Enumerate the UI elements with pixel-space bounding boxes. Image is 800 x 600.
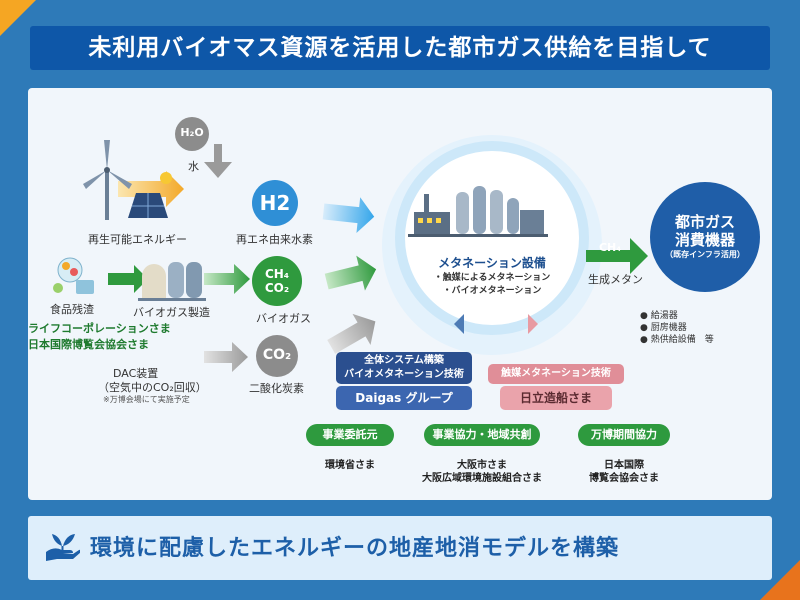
food-waste-icon	[53, 257, 94, 294]
methanation-plant-icon	[408, 186, 548, 237]
co2-circle	[256, 335, 298, 377]
food-waste-label: 食品残渣	[50, 303, 94, 316]
h2-label: 再エネ由来水素	[236, 233, 313, 246]
hitachi-role-box: 触媒メタネーション技術	[488, 364, 624, 384]
output-formula: CH₄	[598, 241, 622, 254]
biogas-ch4: CH₄	[264, 267, 290, 281]
gas-device-item: ● 厨房機器	[640, 323, 687, 333]
arrow-food-to-biogas	[108, 265, 148, 293]
daigas-role-1: 全体システム構築	[364, 355, 444, 366]
h2-circle: H2	[252, 180, 298, 226]
gas-device-item: ● 給湯器	[640, 311, 678, 321]
hitachi-box: 日立造船さま	[500, 386, 612, 410]
solar-panel-icon	[128, 172, 172, 218]
dac-note: ※万博会場にて実施予定	[103, 395, 190, 404]
gas-device-sub: （既存インフラ活用）	[665, 250, 745, 259]
partner-life: ライフコーポレーションさま	[28, 322, 171, 335]
daigas-role-box: 全体システム構築 バイオメタネーション技術	[336, 352, 472, 384]
arrow-methane-output	[586, 238, 648, 274]
gas-device-list: ● 給湯器 ● 厨房機器 ● 熱供給設備 等	[640, 310, 714, 346]
footer-banner	[28, 516, 772, 580]
footer-text: 環境に配慮したエネルギーの地産地消モデルを構築	[90, 536, 620, 561]
wind-turbine-icon	[83, 140, 132, 220]
diagram-graphics	[53, 117, 648, 377]
methanation-title: メタネーション設備	[438, 256, 546, 270]
diagram-panel: H₂O 水 再生可能エネルギー H2 再エネ由来水素 食品残渣 バイオガス製造 …	[28, 88, 772, 500]
water-label: 水	[188, 160, 199, 173]
gas-device-item: ● 熱供給設備 等	[640, 335, 714, 345]
biogas-label: バイオガス	[256, 312, 311, 325]
hand-sprout-icon	[46, 534, 80, 561]
daigas-box: Daigas グループ	[336, 386, 472, 410]
methanation-item-2: ・バイオメタネーション	[442, 286, 542, 296]
support-badge-commission: 事業委託元	[306, 424, 394, 446]
arrow-biogas-to-methanation	[324, 255, 377, 291]
co2-formula: CO₂	[262, 347, 292, 363]
water-formula: H₂O	[180, 126, 204, 139]
partner-expo: 日本国際博覧会協会さま	[28, 338, 149, 351]
support-name-expo-1: 日本国際	[604, 460, 644, 471]
arrow-water-down	[204, 144, 232, 178]
methanation-item-1: ・触媒によるメタネーション	[433, 273, 551, 283]
biogas-plant-label: バイオガス製造	[133, 306, 210, 319]
support-name-moe: 環境省さま	[325, 460, 375, 471]
support-name-osaka-env: 大阪広域環境施設組合さま	[422, 473, 542, 484]
gas-device-line2: 消費機器	[674, 231, 735, 249]
support-name-expo-2: 博覧会協会さま	[589, 473, 659, 484]
support-badge-expo: 万博期間協力	[578, 424, 670, 446]
arrow-co2-to-methanation	[327, 313, 376, 354]
methanation-ring	[395, 141, 589, 335]
gas-device-circle: 都市ガス 消費機器 （既存インフラ活用）	[650, 182, 760, 292]
arrow-biogas-to-methane	[204, 264, 250, 294]
support-name-osaka: 大阪市さま	[457, 460, 507, 471]
renewable-label: 再生可能エネルギー	[88, 233, 187, 246]
biogas-circle: CH₄ CO₂	[252, 256, 302, 306]
water-circle	[175, 117, 209, 151]
support-badge-cooperation: 事業協力・地域共創	[424, 424, 540, 446]
dac-sub: （空気中のCO₂回収）	[98, 381, 207, 394]
arrow-h2-to-methanation	[322, 197, 375, 234]
biogas-tank-icon	[138, 262, 206, 301]
co2-label: 二酸化炭素	[249, 382, 304, 395]
dac-label: DAC装置	[113, 367, 159, 380]
cycle-arrow-left	[454, 314, 464, 334]
cycle-arrow-right	[528, 314, 538, 334]
arrow-dac-to-co2	[204, 342, 248, 372]
page-title: 未利用バイオマス資源を活用した都市ガス供給を目指して	[30, 26, 770, 70]
daigas-role-2: バイオメタネーション技術	[344, 369, 464, 380]
gas-device-line1: 都市ガス	[674, 213, 735, 231]
biogas-co2: CO₂	[264, 281, 290, 295]
output-label: 生成メタン	[588, 273, 643, 286]
